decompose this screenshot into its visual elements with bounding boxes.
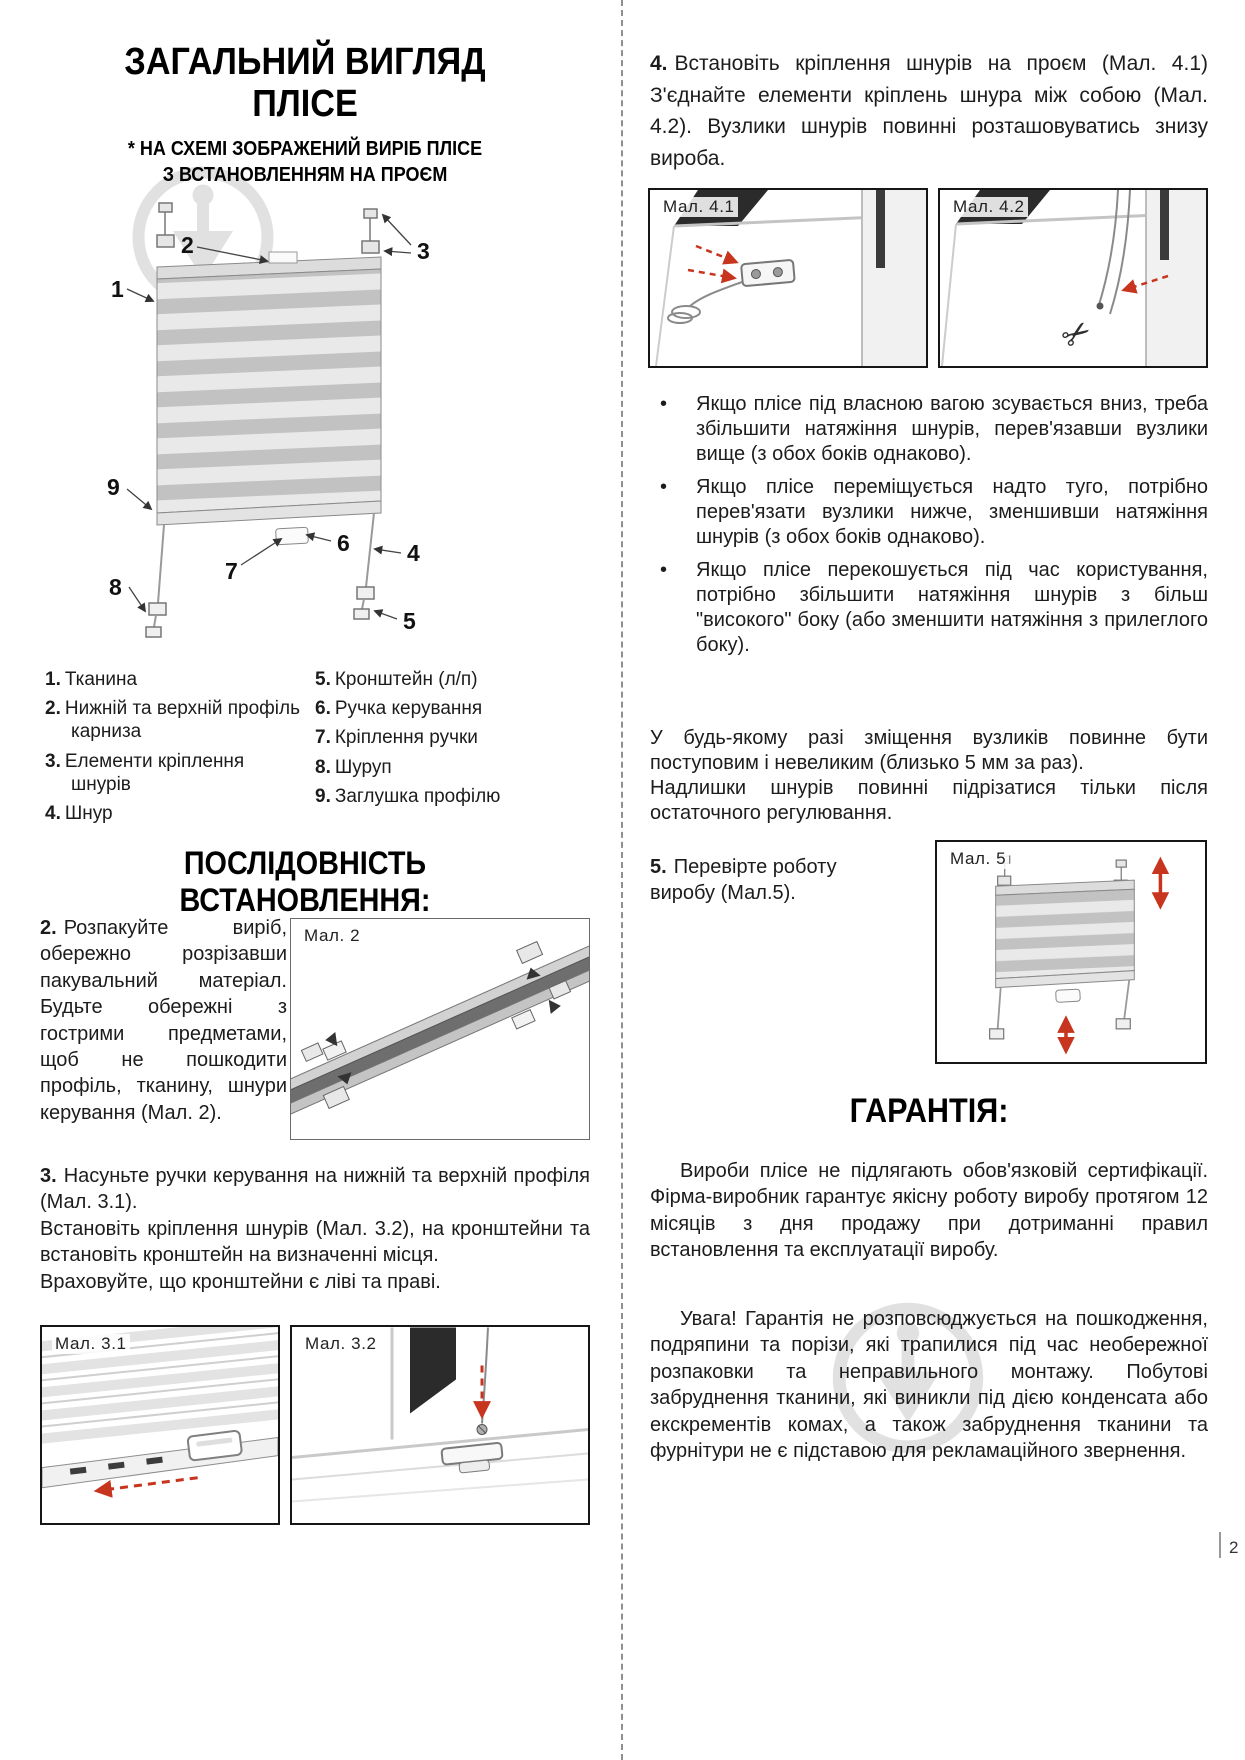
legend-text: Заглушка профілю <box>334 785 501 807</box>
adjustment-note-2: Надлишки шнурів повинні підрізатися тіль… <box>650 777 1208 824</box>
adjustment-note-1: У будь-якому разі зміщення вузликів пови… <box>650 727 1208 774</box>
figure-2: Мал. 2 <box>290 918 590 1140</box>
figure-3-2: Мал. 3.2 <box>290 1325 590 1525</box>
brand-watermark-icon <box>832 1302 984 1454</box>
legend-num: 8. <box>315 756 331 778</box>
bullet-marker: • <box>660 393 668 415</box>
warranty-header: ГАРАНТІЯ: <box>849 1092 1009 1130</box>
legend-num: 3. <box>45 750 61 772</box>
legend-num: 4. <box>45 802 61 824</box>
bullet-marker: • <box>660 559 668 581</box>
step-5-paragraph: 5.Перевірте роботу виробу (Мал.5). <box>650 854 902 907</box>
figure-5: Мал. 5 <box>935 840 1207 1064</box>
adjustment-bullet-list: • Якщо плісе під власною вагою зсуваєтьс… <box>650 392 1208 666</box>
bullet-text: Якщо плісе під власною вагою зсувається … <box>696 393 1208 465</box>
step-4-number: 4. <box>650 52 668 75</box>
diagram-note-line1: * НА СХЕМІ ЗОБРАЖЕНИЙ ВИРІБ ПЛІСЕ <box>127 138 483 160</box>
legend-text: Нижній та верхній профіль карниза <box>64 698 301 743</box>
legend-item-6: 6.Ручка керування <box>315 697 590 720</box>
diagram-note-line2: З ВСТАНОВЛЕННЯМ НА ПРОЄМ <box>162 164 448 186</box>
step-2-number: 2. <box>40 917 57 939</box>
step-4-text: Встановіть кріплення шнурів на проєм (Ма… <box>650 52 1208 170</box>
scissors-icon: ✂ <box>1054 311 1099 358</box>
figure-5-label: Мал. 5 <box>947 849 1010 869</box>
legend-text: Шнур <box>64 802 113 824</box>
bullet-text: Якщо плісе переміщується надто туго, пот… <box>696 476 1208 548</box>
step-4-paragraph: 4.Встановіть кріплення шнурів на проєм (… <box>650 48 1208 174</box>
figure-3-2-label: Мал. 3.2 <box>302 1334 380 1354</box>
warranty-paragraph-1: Вироби плісе не підлягають обов'язковій … <box>650 1160 1208 1262</box>
page-title: ЗАГАЛЬНИЙ ВИГЛЯД ПЛІСЕ <box>67 41 544 126</box>
figure-4-2-label: Мал. 4.2 <box>950 197 1028 217</box>
legend-text: Тканина <box>64 669 138 690</box>
legend-item-3: 3.Елементи кріплення шнурів <box>45 750 305 796</box>
legend-text: Елементи кріплення шнурів <box>64 750 245 795</box>
callout-3: 3 <box>417 238 430 264</box>
footer-rule <box>1219 1532 1221 1558</box>
diagram-note: * НА СХЕМІ ЗОБРАЖЕНИЙ ВИРІБ ПЛІСЕ З ВСТА… <box>67 136 544 188</box>
legend-item-8: 8.Шуруп <box>315 756 590 779</box>
installation-sequence-header: ПОСЛІДОВНІСТЬ ВСТАНОВЛЕННЯ: <box>179 845 431 918</box>
step-2-paragraph: 2.Розпакуйте виріб, обережно розрізавши … <box>40 915 287 1126</box>
figure-4-1: Мал. 4.1 <box>648 188 928 368</box>
callout-6: 6 <box>337 530 350 556</box>
legend-num: 1. <box>45 669 61 690</box>
callout-7: 7 <box>225 558 238 584</box>
legend-column-2: 5.Кронштейн (л/п) 6.Ручка керування 7.Кр… <box>315 668 590 814</box>
figure-5-illustration <box>989 855 1170 1055</box>
legend-item-4: 4.Шнур <box>45 802 305 825</box>
figure-3-1: Мал. 3.1 <box>40 1325 280 1525</box>
bullet-marker: • <box>660 476 668 498</box>
legend-text: Шуруп <box>334 756 392 778</box>
figure-4-1-label: Мал. 4.1 <box>660 197 738 217</box>
callout-4: 4 <box>407 540 420 566</box>
legend-item-9: 9.Заглушка профілю <box>315 785 590 808</box>
legend-num: 6. <box>315 698 331 720</box>
figure-3-1-illustration <box>42 1327 278 1498</box>
step-2-text: Розпакуйте виріб, обережно розрізавши па… <box>40 917 287 1124</box>
bullet-text: Якщо плісе перекошується під час користу… <box>696 559 1208 656</box>
adjustment-note: У будь-якому разі зміщення вузликів пови… <box>650 726 1208 826</box>
legend-text: Кронштейн (л/п) <box>334 669 478 690</box>
legend-item-2: 2.Нижній та верхній профіль карниза <box>45 697 305 743</box>
warranty-paragraph-2: Увага! Гарантія не розповсюджується на п… <box>650 1308 1208 1462</box>
step-3-text1: Насуньте ручки керування на нижній та ве… <box>40 1165 590 1214</box>
legend-column-1: 1.Тканина 2.Нижній та верхній профіль ка… <box>45 668 305 831</box>
figure-3-2-illustration <box>292 1327 588 1503</box>
column-divider <box>621 0 623 1760</box>
step-3-paragraph: 3.Насуньте ручки керування на нижній та … <box>40 1163 590 1295</box>
callout-1: 1 <box>111 276 124 302</box>
callout-5: 5 <box>403 608 416 634</box>
callout-8: 8 <box>109 574 122 600</box>
page-number: 2 <box>1229 1538 1239 1557</box>
step-5-text: Перевірте роботу виробу (Мал.5). <box>650 856 837 905</box>
page-title-line1: ЗАГАЛЬНИЙ ВИГЛЯД <box>124 41 486 83</box>
figure-4-2: ✂ Мал. 4.2 <box>938 188 1208 368</box>
step-3-line2: Встановіть кріплення шнурів (Мал. 3.2), … <box>40 1217 590 1267</box>
legend-num: 9. <box>315 785 331 807</box>
step-5-number: 5. <box>650 856 667 878</box>
step-3-line1: 3.Насуньте ручки керування на нижній та … <box>40 1163 590 1216</box>
legend-text: Ручка керування <box>334 698 483 720</box>
bullet-item-1: • Якщо плісе під власною вагою зсуваєтьс… <box>650 392 1208 467</box>
figure-3-1-label: Мал. 3.1 <box>52 1334 130 1354</box>
legend-item-5: 5.Кронштейн (л/п) <box>315 668 590 691</box>
figure-2-illustration <box>291 940 589 1119</box>
bullet-item-3: • Якщо плісе перекошується під час корис… <box>650 558 1208 658</box>
legend-num: 2. <box>45 698 61 720</box>
bullet-item-2: • Якщо плісе переміщується надто туго, п… <box>650 475 1208 550</box>
legend-num: 7. <box>315 727 331 749</box>
step-3-line3: Враховуйте, що кронштейни є ліві та прав… <box>40 1270 441 1293</box>
legend-item-7: 7.Кріплення ручки <box>315 726 590 749</box>
legend-num: 5. <box>315 669 331 690</box>
figure-2-label: Мал. 2 <box>301 926 364 946</box>
callout-9: 9 <box>107 474 120 500</box>
plisse-overview-diagram: 1 2 3 4 5 6 7 8 9 <box>107 202 430 638</box>
callout-2: 2 <box>181 232 194 258</box>
legend-item-1: 1.Тканина <box>45 668 305 691</box>
step-3-number: 3. <box>40 1165 57 1187</box>
page-title-line2: ПЛІСЕ <box>252 82 358 125</box>
legend-text: Кріплення ручки <box>334 727 478 749</box>
